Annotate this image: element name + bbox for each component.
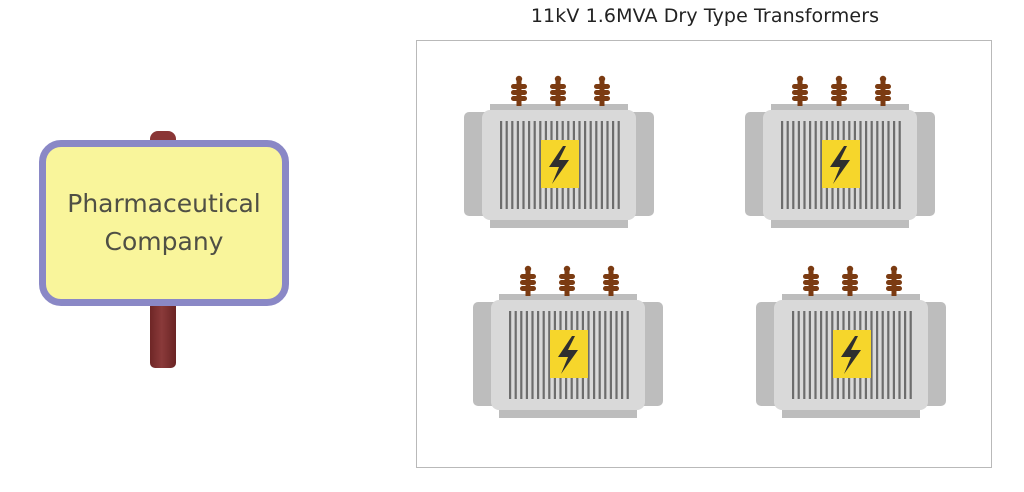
top-plate: [782, 294, 920, 304]
bushing-insulator: [792, 75, 808, 106]
transformer-graphic: [473, 265, 663, 418]
bushing-insulator: [803, 265, 819, 296]
sign-post: [150, 306, 176, 368]
bushing-insulator: [831, 75, 847, 106]
transformer-graphic: [756, 265, 946, 418]
top-plate: [771, 104, 909, 114]
diagram-title: 11kV 1.6MVA Dry Type Transformers: [530, 5, 880, 27]
lightning-bolt-icon: [549, 146, 569, 184]
bushings: [520, 265, 619, 296]
lightning-bolt-icon: [841, 336, 861, 374]
transformer-4: [755, 264, 947, 420]
bushing-insulator: [603, 265, 619, 296]
transformer-graphic: [464, 75, 654, 228]
bushing-insulator: [550, 75, 566, 106]
lightning-bolt-icon: [558, 336, 578, 374]
bushing-insulator: [511, 75, 527, 106]
bushing-insulator: [559, 265, 575, 296]
top-plate: [499, 294, 637, 304]
sign-text-line-1: Pharmaceutical: [67, 189, 261, 218]
transformer-graphic: [745, 75, 935, 228]
top-plate: [490, 104, 628, 114]
transformer-3: [472, 264, 664, 420]
bushing-insulator: [594, 75, 610, 106]
transformer-1: [463, 74, 655, 230]
bushing-insulator: [842, 265, 858, 296]
bushings: [792, 75, 891, 106]
transformer-2: [744, 74, 936, 230]
bushing-insulator: [875, 75, 891, 106]
sign-board: Pharmaceutical Company: [39, 140, 289, 306]
lightning-bolt-icon: [830, 146, 850, 184]
bushings: [511, 75, 610, 106]
sign-text-line-2: Company: [104, 227, 224, 256]
bushing-insulator: [520, 265, 536, 296]
bushings: [803, 265, 902, 296]
bushing-insulator: [886, 265, 902, 296]
